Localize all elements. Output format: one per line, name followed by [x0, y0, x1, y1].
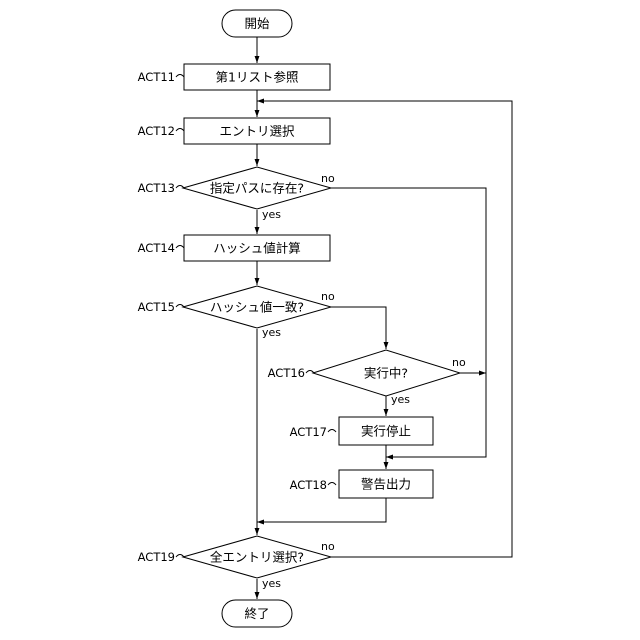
act11-leader	[176, 75, 184, 78]
act17-leader	[328, 430, 336, 433]
act17-label: 実行停止	[361, 424, 411, 439]
act13-tag: ACT13	[138, 181, 175, 195]
act16-label: 実行中?	[364, 366, 408, 381]
node-act13: 指定パスに存在?	[183, 167, 331, 209]
act16-tag: ACT16	[268, 366, 305, 380]
act15-tag: ACT15	[138, 300, 175, 314]
node-end: 終了	[222, 600, 292, 627]
act13-label: 指定パスに存在?	[210, 181, 304, 196]
node-act15: ハッシュ値一致?	[183, 286, 331, 328]
act11-label: 第1リスト参照	[216, 70, 299, 85]
edge-act18-act19	[257, 497, 386, 522]
act14-tag: ACT14	[138, 241, 175, 255]
node-act16: 実行中?	[313, 350, 460, 396]
act12-label: エントリ選択	[219, 124, 295, 139]
act19-label: 全エントリ選択?	[210, 550, 304, 565]
node-act11: 第1リスト参照	[184, 64, 330, 90]
act14-leader	[176, 246, 184, 249]
act19-no-label: no	[321, 540, 335, 553]
act15-no-label: no	[321, 290, 335, 303]
start-label: 開始	[244, 16, 270, 31]
act18-leader	[328, 483, 336, 486]
act16-no-label: no	[452, 356, 466, 369]
act12-tag: ACT12	[138, 124, 175, 138]
node-start: 開始	[222, 10, 292, 37]
act15-label: ハッシュ値一致?	[210, 300, 304, 315]
node-act14: ハッシュ値計算	[184, 235, 330, 261]
act11-tag: ACT11	[138, 70, 175, 84]
end-label: 終了	[244, 606, 269, 621]
act17-tag: ACT17	[290, 425, 327, 439]
act18-label: 警告出力	[361, 477, 411, 492]
node-act17: 実行停止	[339, 417, 433, 445]
act19-yes-label: yes	[262, 577, 281, 590]
act15-yes-label: yes	[262, 326, 281, 339]
act13-no-label: no	[321, 172, 335, 185]
node-act18: 警告出力	[339, 470, 433, 498]
edge-act15-act16-no	[331, 307, 386, 349]
act19-tag: ACT19	[138, 550, 175, 564]
node-act19: 全エントリ選択?	[183, 536, 331, 578]
act13-yes-label: yes	[262, 208, 281, 221]
node-act12: エントリ選択	[184, 118, 330, 144]
act14-label: ハッシュ値計算	[213, 241, 301, 256]
act16-yes-label: yes	[391, 393, 410, 406]
act18-tag: ACT18	[290, 478, 327, 492]
act12-leader	[176, 129, 184, 132]
